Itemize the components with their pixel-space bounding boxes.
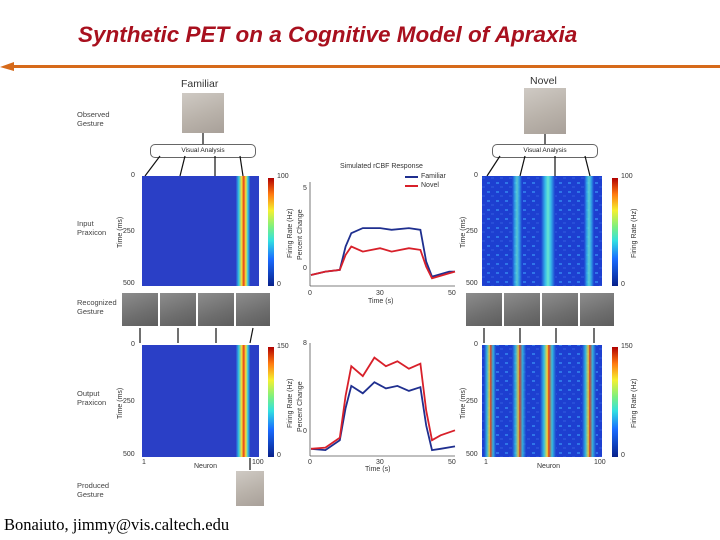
row-label-recognized: Recognized Gesture [77,298,117,316]
axis-pi-time: Time (s) [368,298,394,305]
axis-no-neuron: Neuron [537,463,560,470]
tick-po-x0: 0 [308,459,312,466]
tick-no-r0: 0 [621,452,625,459]
novel-output-stripe-3 [540,345,556,457]
tick-no-r150: 150 [621,343,633,350]
tick-po-x50: 50 [448,459,456,466]
novel-input-colorbar [612,178,618,286]
novel-header: Novel [530,75,557,87]
row-label-observed: Observed Gesture [77,110,110,128]
recognized-gesture-photo-5 [466,293,502,326]
input-rcbf-novel-line [310,245,456,280]
tick-po-y8: 8 [303,340,307,347]
axis-no-time: Time (ms) [460,387,467,419]
tick-pi-y5: 5 [303,185,307,192]
tick-ni-r100: 100 [621,173,633,180]
input-plot-axes [309,182,455,287]
legend-novel: Novel [421,182,439,189]
tick-ni-t500: 500 [466,280,478,287]
arrows-right [483,134,595,343]
novel-input-stripe-1 [512,176,522,286]
tick-no-n1: 1 [484,459,488,466]
novel-output-stripe-1 [484,345,496,457]
axis-fo-time: Time (ms) [117,387,124,419]
visual-analysis-right: Visual Analysis [492,144,598,158]
tick-po-x30: 30 [376,459,384,466]
row-label-produced: Produced Gesture [77,481,110,499]
row-label-input: Input Praxicon [77,219,107,237]
tick-fo-t250: 250 [123,398,135,405]
familiar-input-colorbar [268,178,274,286]
novel-input-stripe-3 [584,176,594,286]
tick-pi-y0: 0 [303,265,307,272]
tick-no-t0: 0 [474,341,478,348]
axis-no-rate: Firing Rate (Hz) [631,378,638,428]
tick-fi-r100: 100 [277,173,289,180]
familiar-input-stripe [236,176,250,286]
novel-output-stripe-4 [582,345,596,457]
axis-fi-rate: Firing Rate (Hz) [287,208,294,258]
familiar-output-colorbar [268,347,274,457]
rule-arrow [0,62,14,71]
tick-fi-t250: 250 [123,228,135,235]
title-rule [0,62,720,71]
recognized-gesture-photo-2 [160,293,196,326]
tick-ni-t250: 250 [466,228,478,235]
row-label-output: Output Praxicon [77,389,107,407]
tick-pi-x0: 0 [308,290,312,297]
slide-title: Synthetic PET on a Cognitive Model of Ap… [78,22,578,47]
tick-no-t250: 250 [466,398,478,405]
tick-no-t500: 500 [466,451,478,458]
produced-gesture-photo [236,471,264,506]
tick-fo-t0: 0 [131,341,135,348]
recognized-gesture-photo-3 [198,293,234,326]
observed-gesture-novel-photo [524,88,566,134]
recognized-gesture-photo-4 [236,293,270,326]
rcbf-header: Simulated rCBF Response [340,163,423,170]
tick-fi-t500: 500 [123,280,135,287]
output-plot-axes [309,343,455,457]
observed-gesture-familiar-photo [182,93,224,133]
tick-ni-t0: 0 [474,172,478,179]
arrows-left [139,133,254,470]
tick-pi-x50: 50 [448,290,456,297]
legend-familiar: Familiar [421,173,446,180]
tick-fi-t0: 0 [131,172,135,179]
tick-fo-r0: 0 [277,452,281,459]
tick-po-y0: 0 [303,428,307,435]
axis-ni-rate: Firing Rate (Hz) [631,208,638,258]
recognized-gesture-photo-1 [122,293,158,326]
tick-fo-n100: 100 [252,459,264,466]
familiar-header: Familiar [181,78,219,90]
familiar-output-stripe [236,345,250,457]
visual-analysis-left: Visual Analysis [150,144,256,158]
axis-po-time: Time (s) [365,466,391,473]
recognized-gesture-photo-8 [580,293,614,326]
axis-fo-neuron: Neuron [194,463,217,470]
input-rcbf-familiar-line [310,227,455,278]
rule-line [14,65,720,68]
tick-no-n100: 100 [594,459,606,466]
axis-fo-rate: Firing Rate (Hz) [287,378,294,428]
axis-po-pct: Percent Change [297,381,304,432]
tick-pi-x30: 30 [376,290,384,297]
recognized-gesture-photo-7 [542,293,578,326]
output-rcbf-novel-line [310,356,456,450]
tick-ni-r0: 0 [621,281,625,288]
axis-ni-time: Time (ms) [460,216,467,248]
novel-output-colorbar [612,347,618,457]
tick-fo-n1: 1 [142,459,146,466]
axis-fi-time: Time (ms) [117,216,124,248]
slide-credit: Bonaiuto, jimmy@vis.caltech.edu [4,515,230,534]
novel-input-stripe-2 [541,176,555,286]
recognized-gesture-photo-6 [504,293,540,326]
tick-fo-r150: 150 [277,343,289,350]
tick-fo-t500: 500 [123,451,135,458]
axis-pi-pct: Percent Change [297,209,304,260]
novel-output-stripe-2 [512,345,526,457]
tick-fi-r0: 0 [277,281,281,288]
